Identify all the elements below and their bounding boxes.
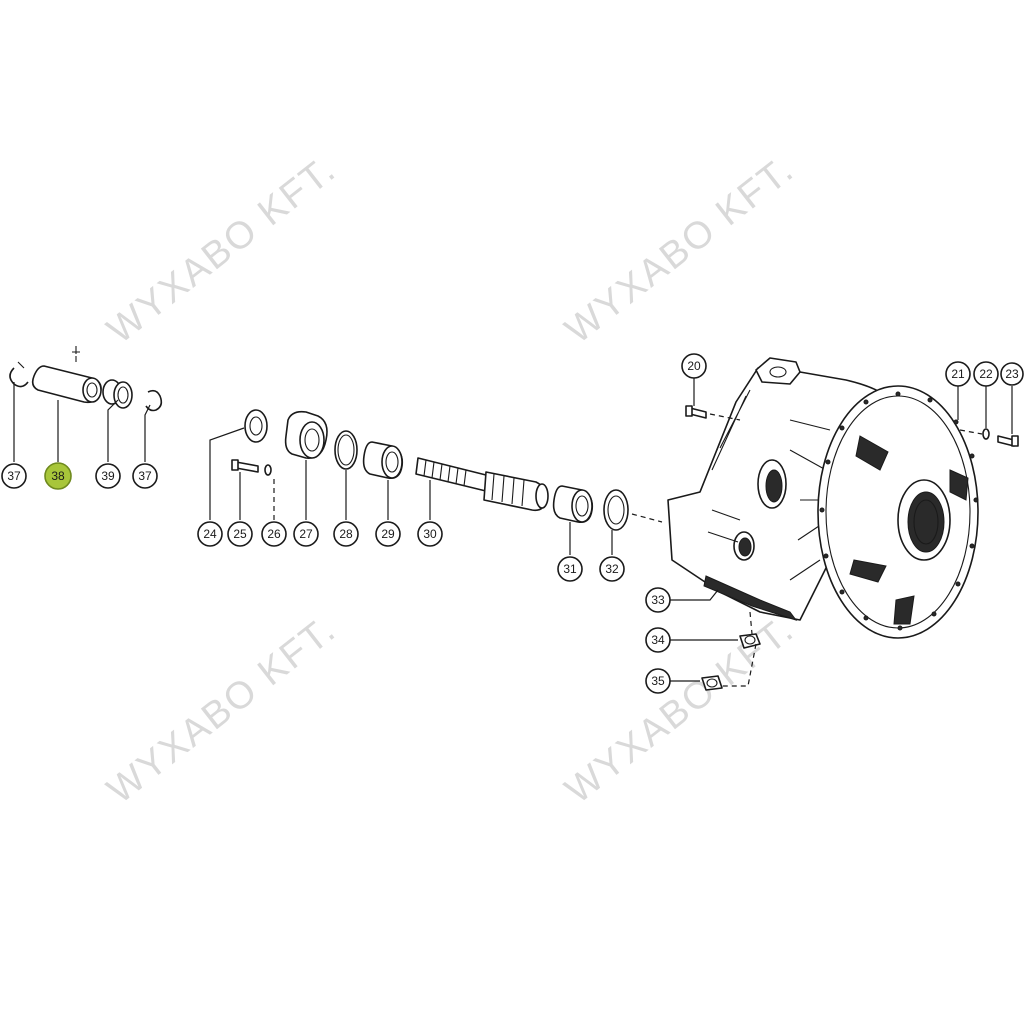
part-32-seal[interactable]: [603, 489, 629, 531]
part-24-seal-ring[interactable]: [244, 409, 268, 443]
callout-28[interactable]: 28: [333, 521, 359, 547]
part-31-ball-bearing[interactable]: [552, 485, 594, 524]
callout-27-label: 27: [299, 527, 313, 541]
callout-33[interactable]: 33: [645, 587, 671, 613]
callout-30-label: 30: [423, 527, 437, 541]
callout-37-right-label: 37: [138, 469, 152, 483]
watermark-4: WYXABO KFT.: [558, 608, 803, 812]
callout-25[interactable]: 25: [227, 521, 253, 547]
leader-24: [209, 427, 245, 520]
leader-37b: [144, 404, 151, 462]
callout-22[interactable]: 22: [973, 361, 999, 387]
callout-32[interactable]: 32: [599, 556, 625, 582]
callout-26[interactable]: 26: [261, 521, 287, 547]
callout-23[interactable]: 23: [1000, 362, 1024, 386]
callout-31[interactable]: 31: [557, 556, 583, 582]
callout-37-left[interactable]: 37: [1, 463, 27, 489]
part-30-pinion-shaft[interactable]: [415, 457, 549, 512]
axis-dash-right: [631, 513, 663, 523]
part-38-needle-sleeve[interactable]: [31, 346, 102, 404]
callout-28-label: 28: [339, 527, 353, 541]
callout-37-left-label: 37: [7, 469, 21, 483]
callout-34[interactable]: 34: [645, 627, 671, 653]
callout-25-label: 25: [233, 527, 247, 541]
watermark-2: WYXABO KFT.: [558, 148, 803, 352]
part-26-washer[interactable]: [264, 464, 272, 476]
callout-29[interactable]: 29: [375, 521, 401, 547]
watermark-3: WYXABO KFT.: [100, 608, 345, 812]
part-34-plug[interactable]: [739, 633, 761, 649]
callout-30[interactable]: 30: [417, 521, 443, 547]
callout-39-label: 39: [101, 469, 115, 483]
part-22-washer[interactable]: [982, 428, 990, 440]
callout-26-label: 26: [267, 527, 281, 541]
callout-21[interactable]: 21: [945, 361, 971, 387]
dash-33-34: [749, 611, 753, 635]
callout-20[interactable]: 20: [681, 353, 707, 379]
leader-39: [107, 399, 119, 462]
part-35-plug[interactable]: [701, 675, 723, 691]
callout-22-label: 22: [979, 367, 993, 381]
watermark-1: WYXABO KFT.: [100, 148, 345, 352]
callout-35-label: 35: [651, 674, 665, 688]
dash-21: [959, 429, 983, 435]
part-29-ball-bearing[interactable]: [362, 441, 404, 480]
callout-20-label: 20: [687, 359, 701, 373]
callout-29-label: 29: [381, 527, 395, 541]
callout-27[interactable]: 27: [293, 521, 319, 547]
part-20-bolt[interactable]: [685, 405, 707, 419]
callout-34-label: 34: [651, 633, 665, 647]
part-39-washers[interactable]: [102, 379, 133, 409]
part-25-bolt[interactable]: [231, 459, 259, 473]
part-37-left-circlip[interactable]: [9, 361, 29, 388]
callout-33-label: 33: [651, 593, 665, 607]
callout-38-highlighted[interactable]: 38: [44, 462, 72, 490]
callout-31-label: 31: [563, 562, 577, 576]
part-27-bearing-housing[interactable]: [284, 410, 328, 459]
callout-23-label: 23: [1005, 367, 1019, 381]
callout-38-label: 38: [51, 469, 65, 483]
callout-32-label: 32: [605, 562, 619, 576]
callout-39[interactable]: 39: [95, 463, 121, 489]
callout-24-label: 24: [203, 527, 217, 541]
flange-holes: [819, 391, 979, 631]
callout-24[interactable]: 24: [197, 521, 223, 547]
part-28-o-ring[interactable]: [334, 430, 358, 470]
part-23-bolt[interactable]: [997, 435, 1019, 447]
callout-35[interactable]: 35: [645, 668, 671, 694]
leader-33: [670, 589, 719, 601]
part-33-gearbox-housing[interactable]: [667, 357, 979, 639]
callout-21-label: 21: [951, 367, 965, 381]
callout-37-right[interactable]: 37: [132, 463, 158, 489]
